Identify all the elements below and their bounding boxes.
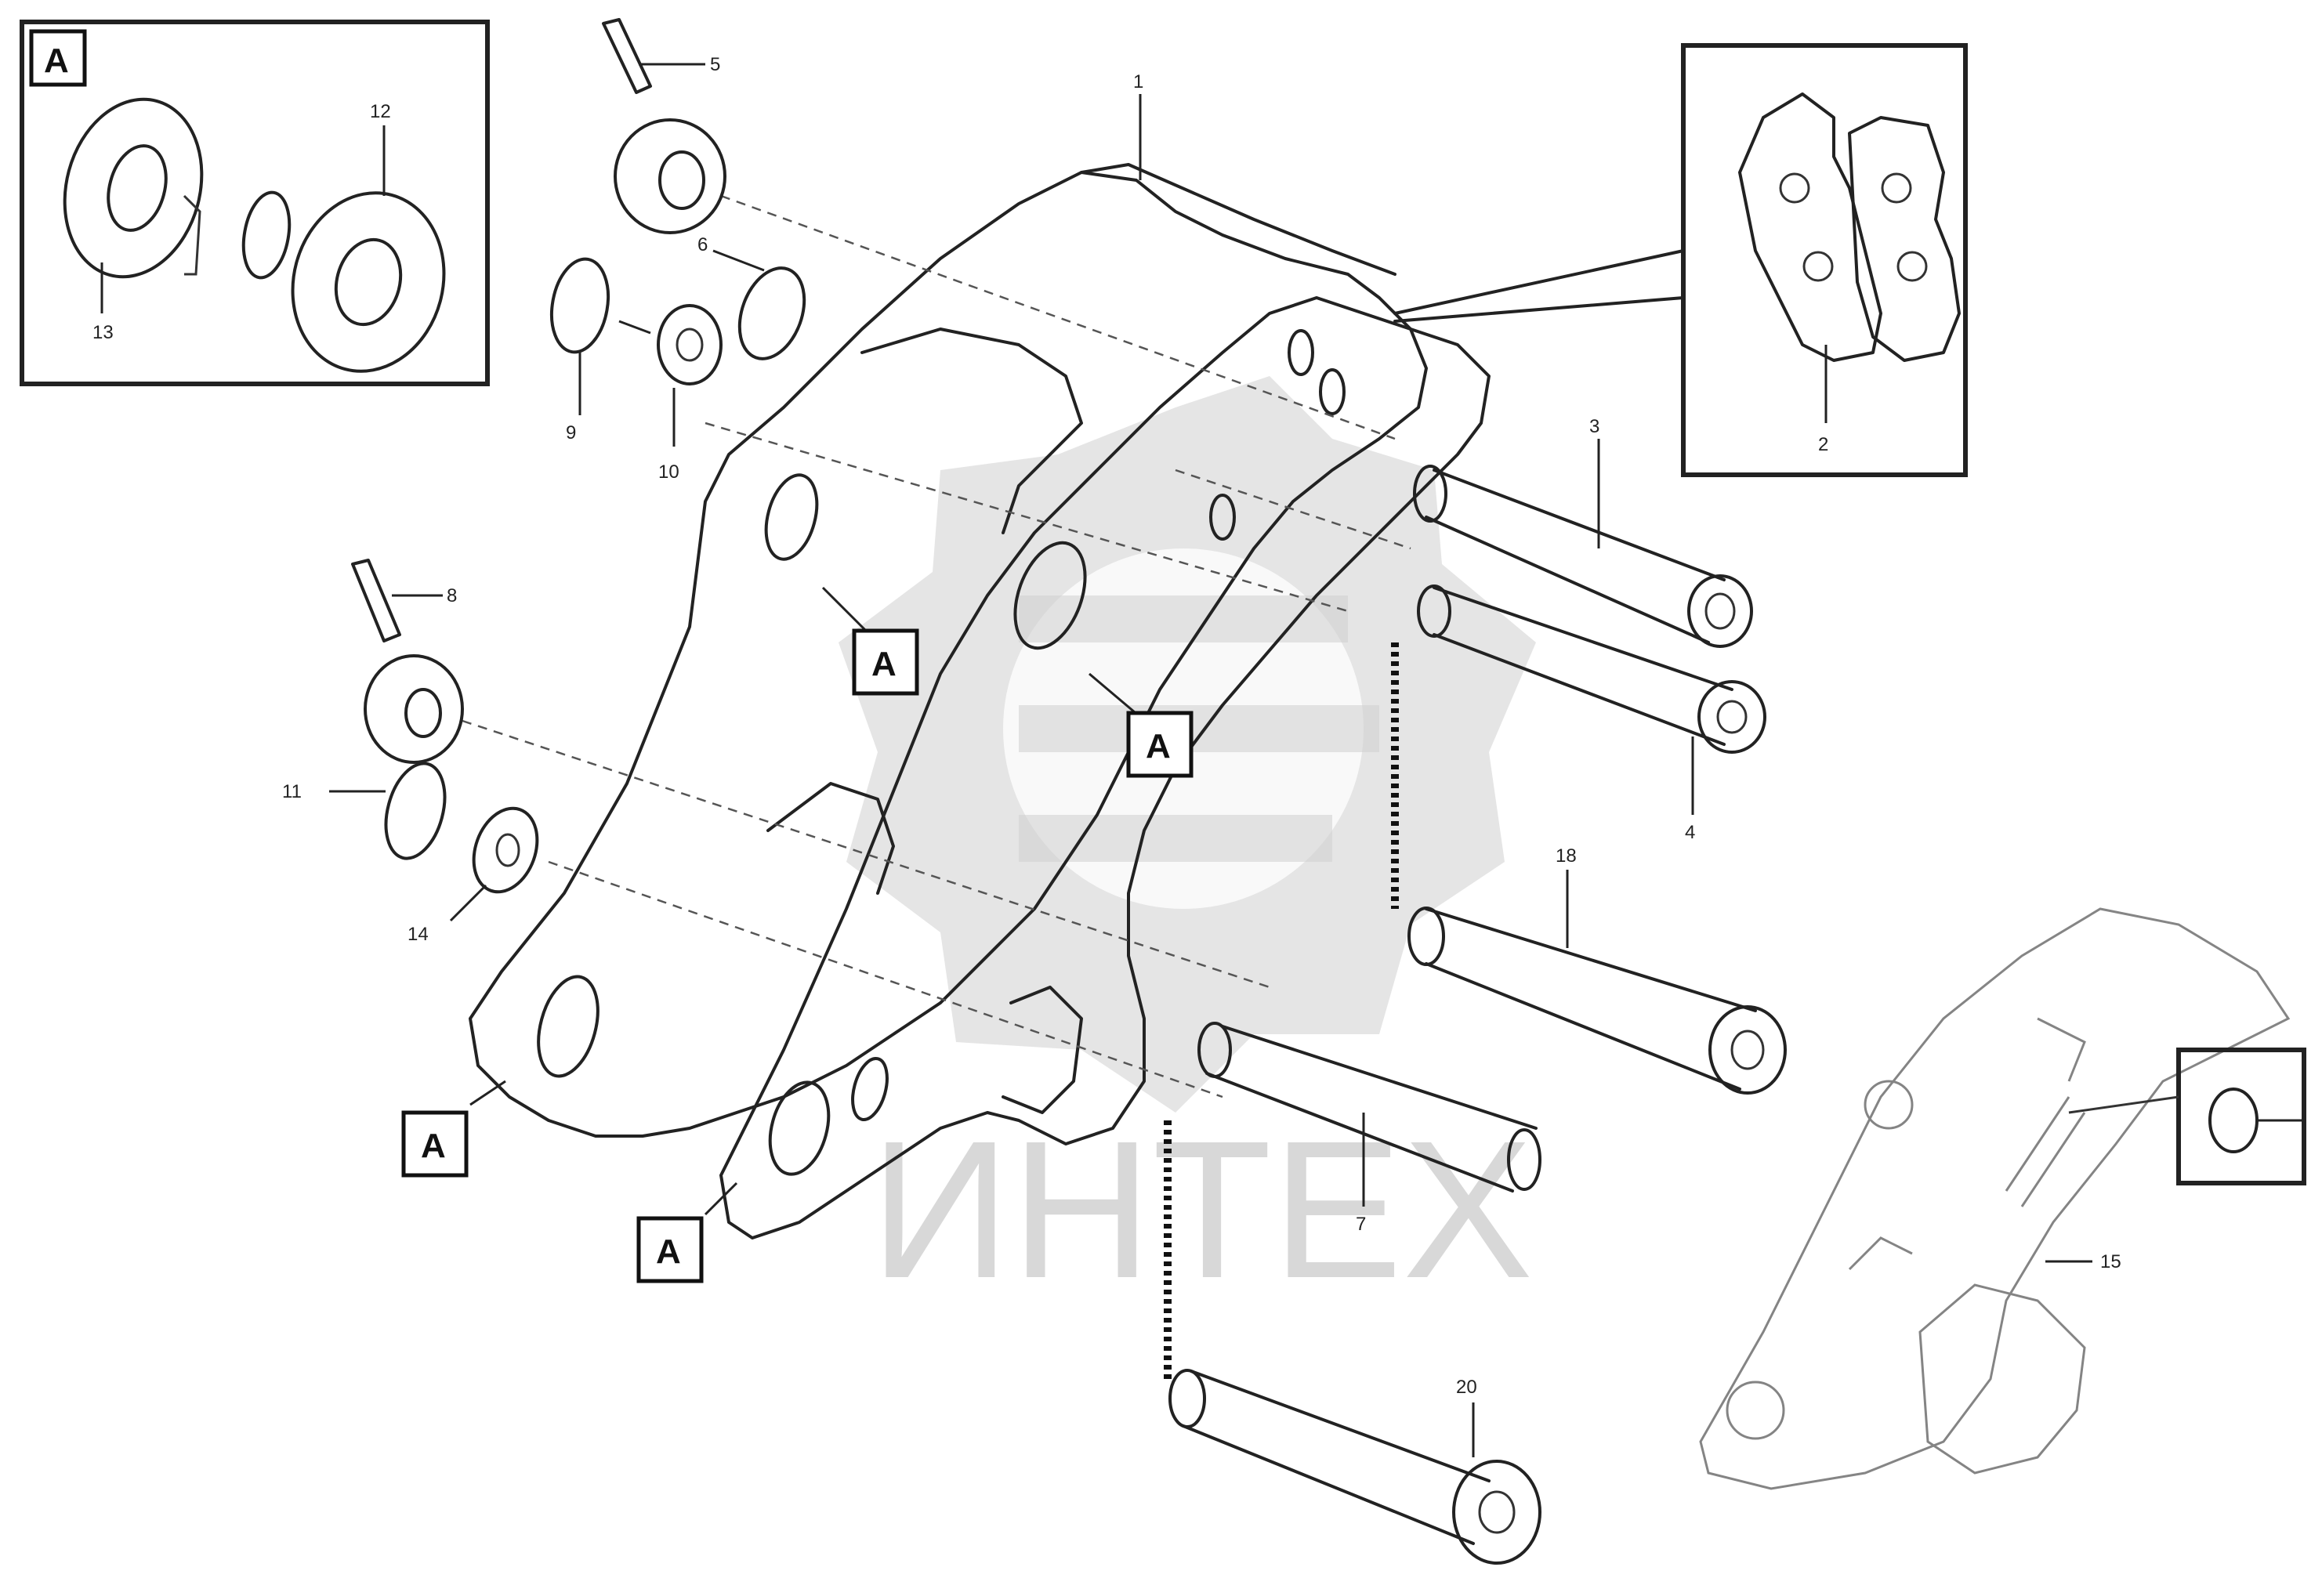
callout-shim-top: 6	[697, 234, 708, 255]
cylinder-frame	[2176, 1048, 2306, 1185]
pin-top-end	[1687, 574, 1753, 648]
callout-inset-bottom: 13	[92, 322, 114, 343]
bore-right-top	[1013, 541, 1087, 650]
callout-washer-top: 9	[566, 422, 576, 443]
nut-top	[657, 304, 723, 385]
detail-frame	[20, 20, 490, 386]
tag-a-3	[401, 1110, 469, 1178]
callout-bolt-left: 8	[447, 585, 457, 606]
bushing-top	[614, 118, 726, 234]
top-fasteners: 5 9 10 6	[549, 18, 806, 483]
bore-left-top	[764, 473, 819, 561]
shim-top	[737, 266, 806, 360]
callout-nut-top: 10	[658, 461, 679, 483]
bracket-detail-inset: 2	[1393, 43, 1968, 477]
callout-pin-4: 7	[1356, 1214, 1366, 1235]
svg-text:A: A	[656, 1232, 681, 1271]
tag-a-2	[1126, 711, 1194, 778]
location-tags: A A A A	[401, 586, 1194, 1283]
callout-bolt-top: 5	[710, 54, 720, 75]
bracket-frame	[1681, 43, 1968, 477]
detail-tag-box	[29, 29, 87, 87]
callout-inset-top: 12	[370, 101, 391, 122]
callout-frame: 1	[1133, 71, 1143, 92]
bore-left-bottom	[537, 975, 600, 1078]
detail-a-inset: A 12 13	[20, 20, 490, 386]
callout-pin-top: 3	[1589, 416, 1599, 437]
svg-text:A: A	[421, 1127, 446, 1165]
callout-washer-left: 11	[282, 781, 302, 802]
callout-nut-left: 14	[408, 924, 429, 945]
bracket-plate-left	[1738, 92, 1882, 362]
side-plate-right	[719, 296, 1491, 1240]
bushing-left	[364, 654, 464, 764]
washer-left	[384, 762, 447, 860]
washer-top-left	[549, 257, 610, 354]
bracket-plate-right	[1848, 116, 1961, 362]
callout-bracket: 2	[1818, 434, 1828, 455]
bolt-top	[602, 18, 652, 94]
washer-right-hole	[334, 237, 403, 327]
bolt-left	[351, 559, 401, 642]
detail-tag-label: A	[44, 42, 69, 80]
pin-middle-end	[1697, 680, 1766, 754]
assembly-overview	[1699, 907, 2291, 1490]
svg-text:A: A	[871, 645, 897, 683]
pin-bottom-end	[1452, 1460, 1541, 1565]
watermark: ИНТЕХ	[839, 376, 1536, 1319]
washer-large-hole	[107, 144, 168, 232]
callout-pin-middle: 4	[1685, 822, 1695, 843]
washer-right	[291, 191, 446, 373]
svg-text:A: A	[1146, 727, 1171, 765]
callout-cylinder: 15	[2100, 1251, 2121, 1272]
nut-left	[472, 806, 539, 894]
tag-a-1	[852, 628, 919, 696]
washer-large	[63, 97, 204, 279]
spacer-ring	[241, 190, 292, 280]
watermark-text: ИНТЕХ	[870, 1100, 1533, 1319]
cylinder-detail-inset: 15	[2045, 1048, 2306, 1272]
cylinder-eye	[2208, 1088, 2259, 1153]
pins: 3 4 18 7 20	[1168, 416, 1787, 1565]
callout-pin-bottom: 20	[1456, 1377, 1477, 1398]
left-fasteners: 8 11 14	[282, 559, 539, 945]
tag-a-4	[636, 1216, 704, 1283]
pin-lower-end	[1708, 1005, 1787, 1095]
main-frame: 1	[462, 71, 1491, 1379]
bore-right-bottom	[768, 1080, 831, 1176]
callout-pin-lower: 18	[1556, 845, 1577, 867]
side-plate-left	[469, 171, 1428, 1138]
